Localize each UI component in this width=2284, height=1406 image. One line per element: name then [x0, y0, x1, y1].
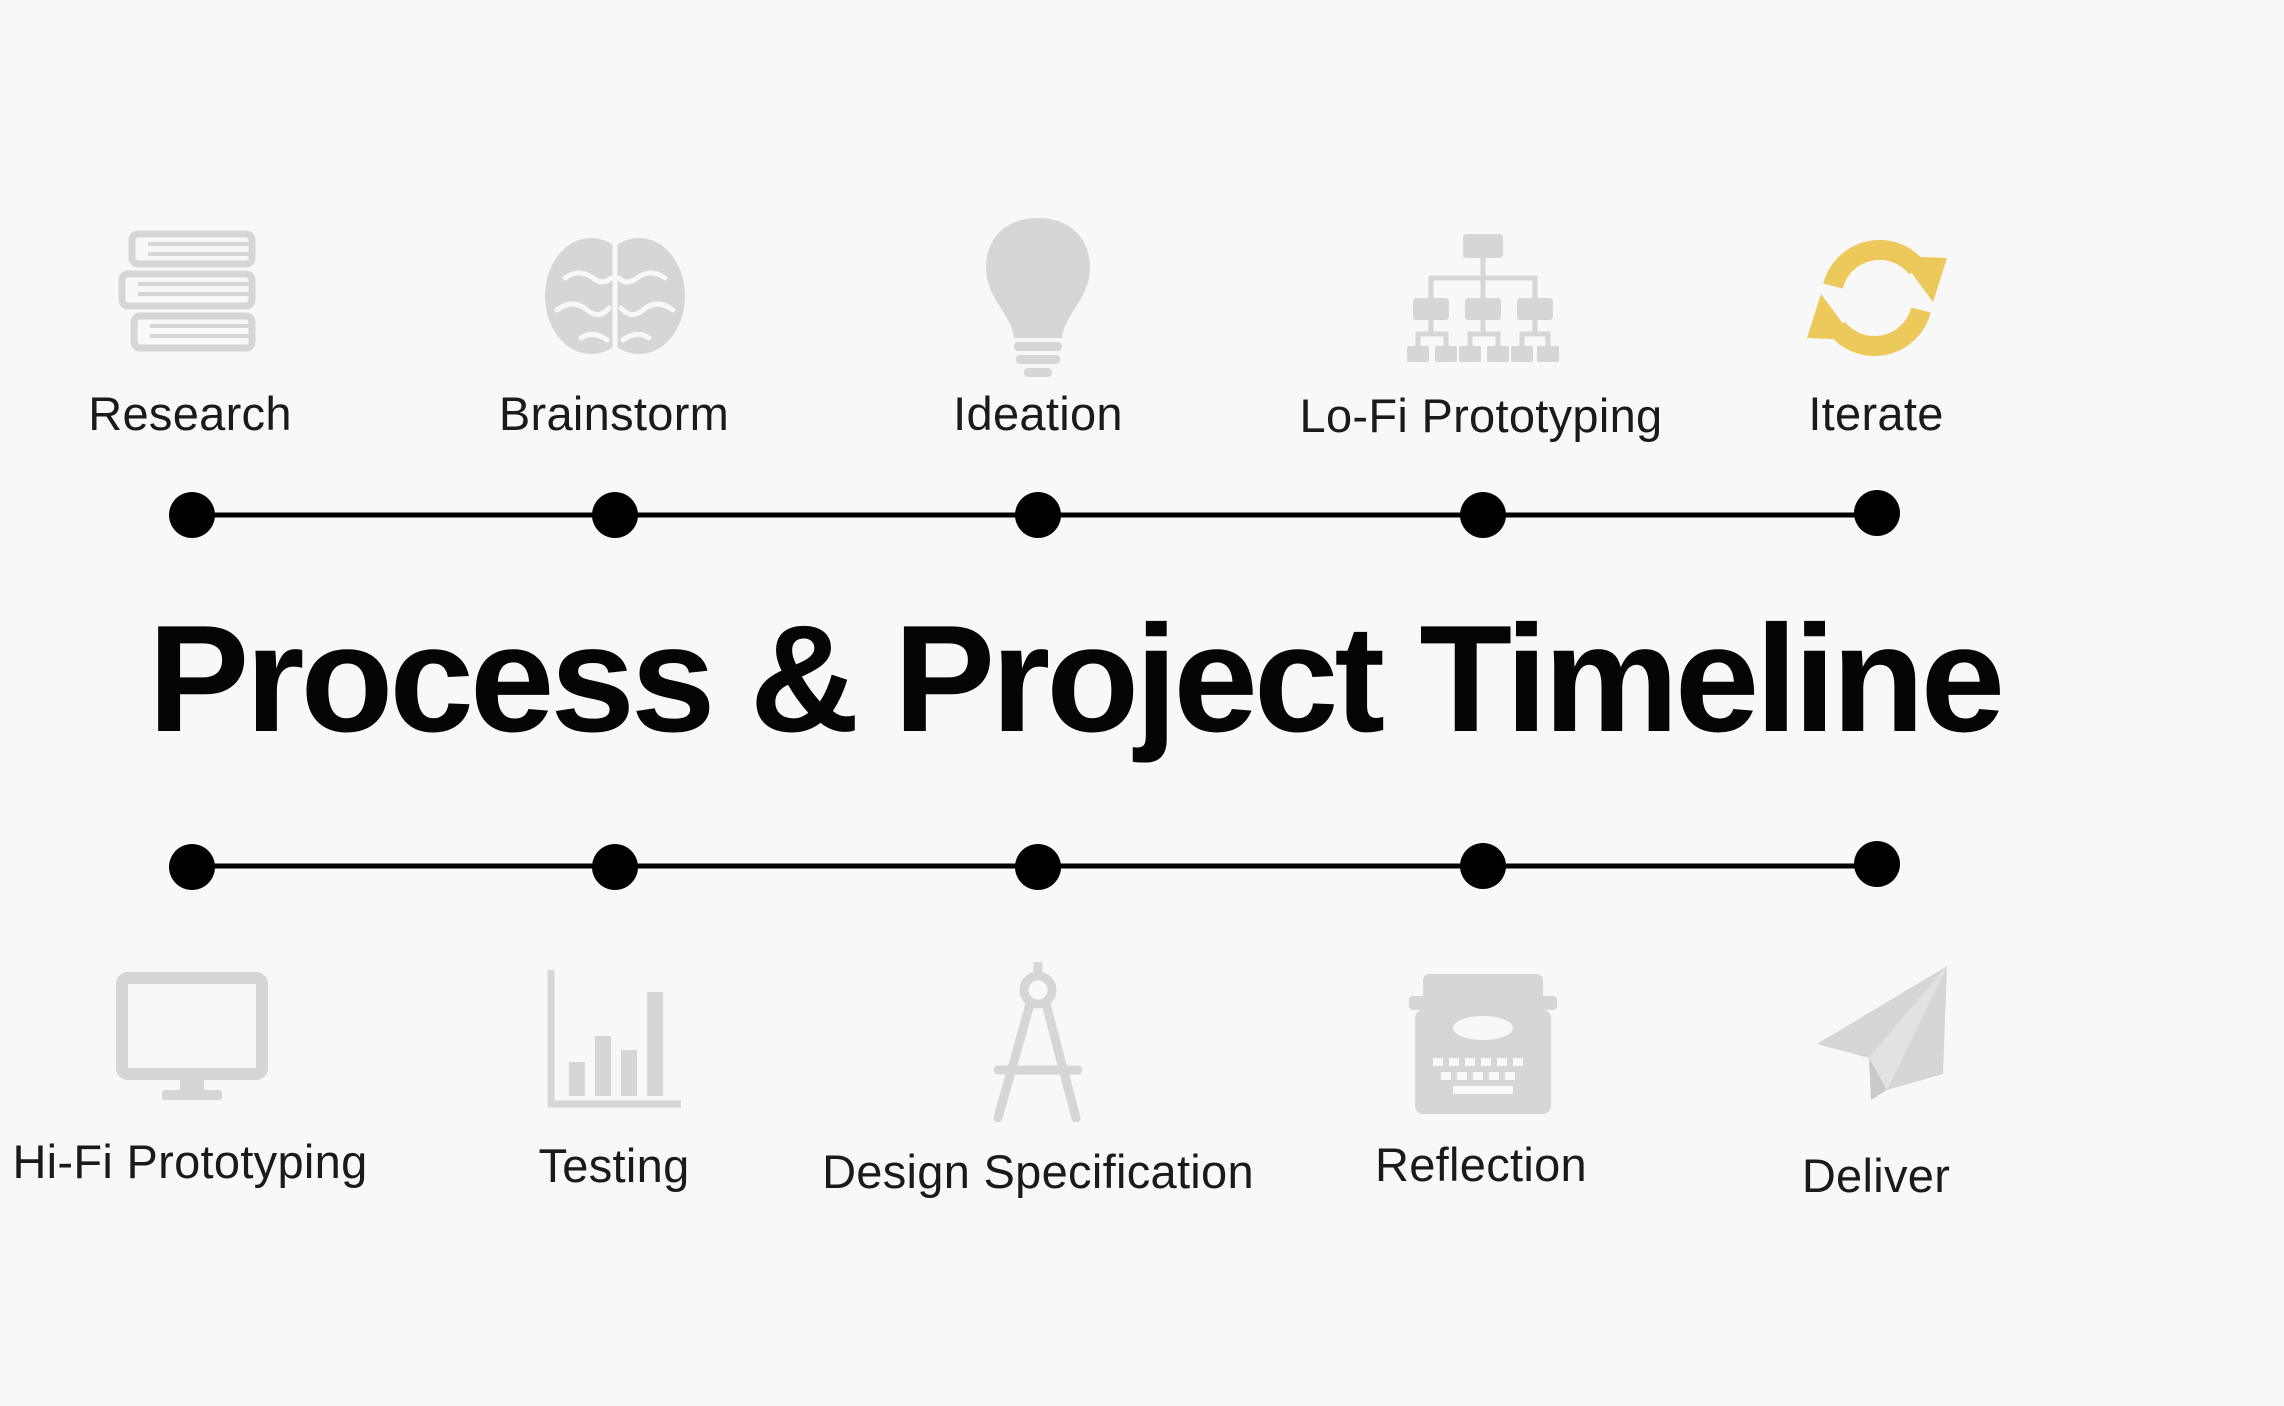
stage-label-lofi-prototyping: Lo-Fi Prototyping — [1299, 389, 1663, 442]
top-timeline-node — [1015, 492, 1061, 538]
top-timeline-node — [1854, 490, 1900, 536]
brain-icon — [535, 218, 695, 378]
top-timeline-node — [169, 492, 215, 538]
bottom-timeline-node — [1460, 843, 1506, 889]
sitemap-icon — [1403, 218, 1563, 378]
page-title: Process & Project Timeline — [148, 594, 2005, 764]
stage-label-research: Research — [88, 387, 292, 440]
stage-label-design-specification: Design Specification — [822, 1145, 1254, 1198]
paper-plane-icon — [1797, 962, 1957, 1122]
top-timeline-node — [592, 492, 638, 538]
compass-icon — [958, 962, 1118, 1122]
stage-label-iterate: Iterate — [1808, 387, 1944, 440]
books-icon — [112, 218, 272, 378]
monitor-icon — [112, 970, 272, 1130]
stage-label-reflection: Reflection — [1375, 1138, 1587, 1191]
stage-label-brainstorm: Brainstorm — [498, 387, 730, 440]
bottom-timeline-node — [1854, 841, 1900, 887]
typewriter-icon — [1403, 966, 1563, 1126]
stage-label-testing: Testing — [538, 1139, 690, 1192]
refresh-icon — [1797, 218, 1957, 378]
stage-label-ideation: Ideation — [953, 387, 1123, 440]
bottom-timeline-node — [169, 844, 215, 890]
stage-label-hifi-prototyping: Hi-Fi Prototyping — [12, 1135, 368, 1188]
stage-label-deliver: Deliver — [1801, 1149, 1951, 1202]
bottom-timeline-node — [1015, 844, 1061, 890]
bar-chart-icon — [535, 970, 695, 1130]
top-timeline-node — [1460, 492, 1506, 538]
lightbulb-icon — [958, 218, 1118, 378]
bottom-timeline-node — [592, 844, 638, 890]
